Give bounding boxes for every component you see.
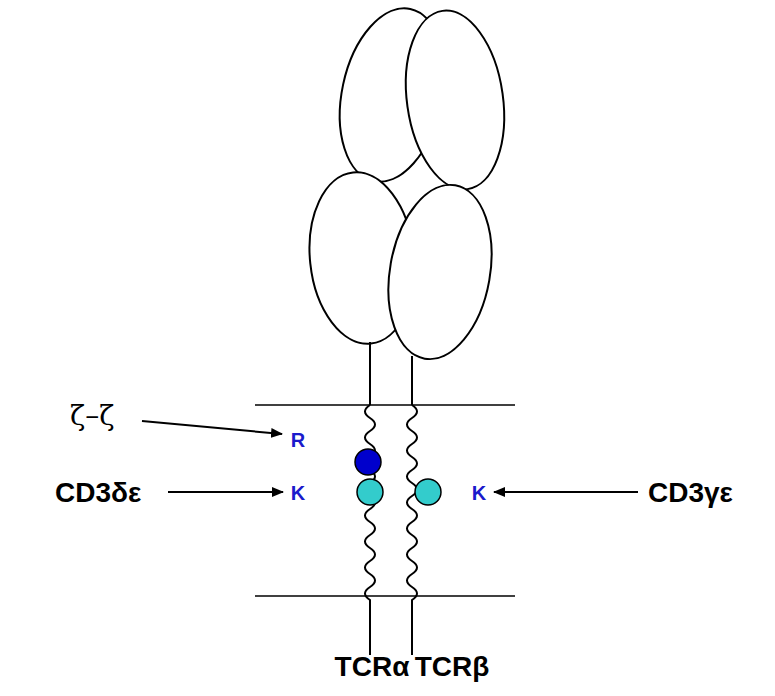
pointer-arrow	[142, 421, 282, 434]
residue-label: K	[472, 483, 486, 503]
membrane-line	[255, 595, 515, 597]
complex-label: CD3γε	[648, 479, 733, 507]
residue-label: R	[291, 430, 305, 450]
chain-label: TCRα	[335, 653, 410, 681]
tcr-beta-chain	[407, 405, 417, 655]
stalk-line	[369, 342, 371, 405]
complex-label: CD3δε	[55, 479, 141, 507]
pointer-arrow	[494, 491, 638, 493]
membrane-line	[255, 404, 515, 406]
arginine-dot	[355, 449, 381, 475]
lysine-dot	[357, 479, 383, 505]
domain-ellipse	[395, 4, 515, 196]
stalk-line	[411, 356, 413, 405]
lysine-dot	[415, 479, 441, 505]
domain-ellipse	[375, 177, 504, 368]
tcr-alpha-chain	[365, 405, 375, 655]
residue-label: K	[291, 483, 305, 503]
complex-label: ζ–ζ	[70, 402, 114, 430]
pointer-arrow	[168, 491, 283, 493]
chain-label: TCRβ	[415, 653, 490, 681]
